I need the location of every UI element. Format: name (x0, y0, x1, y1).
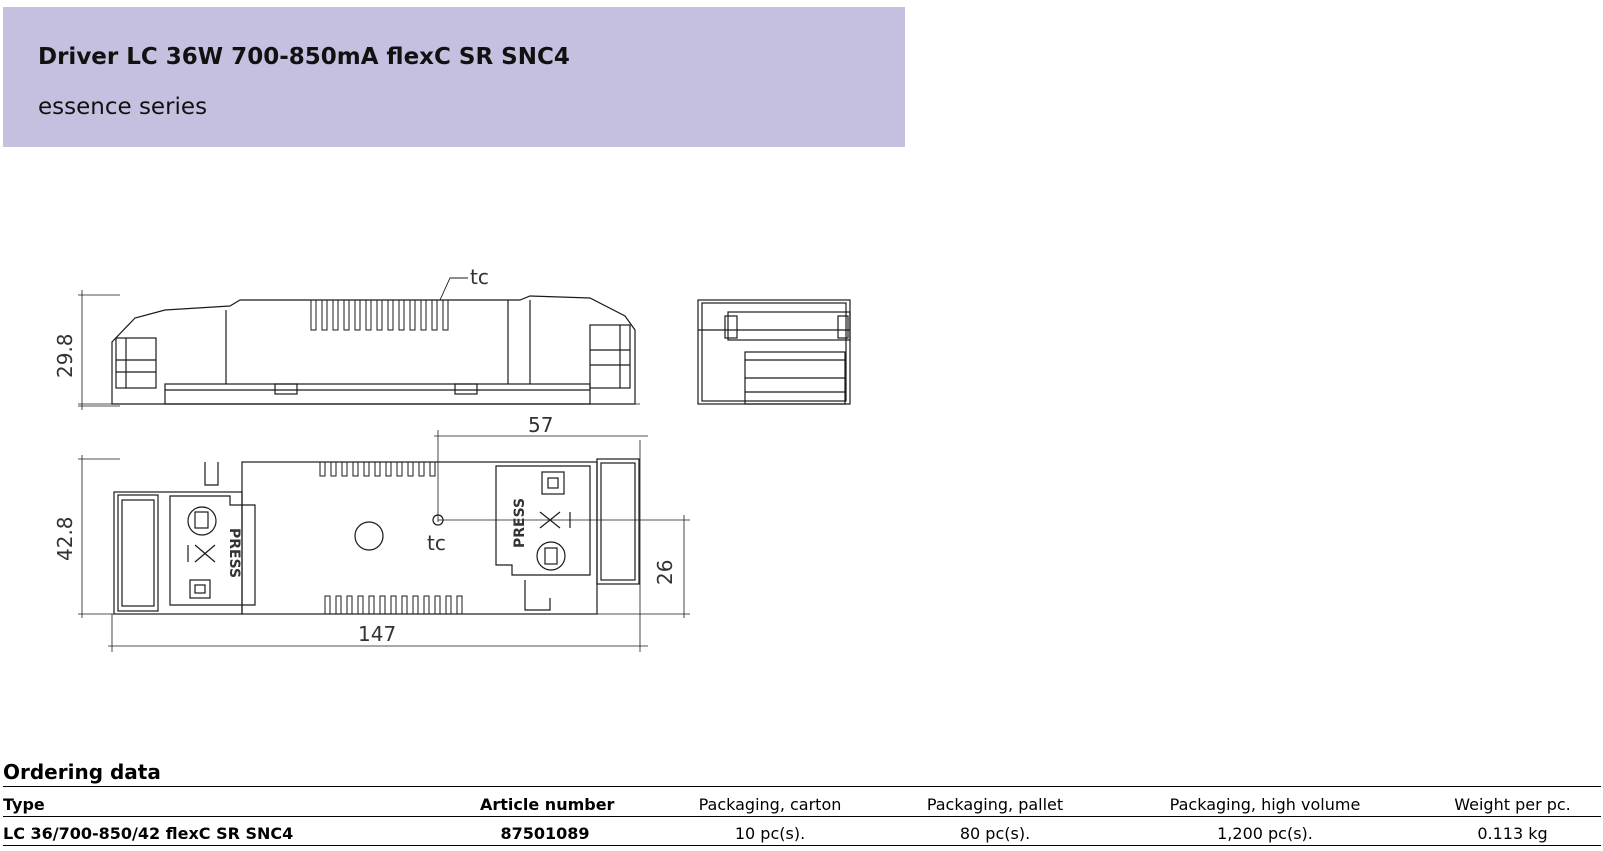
end-view (697, 299, 851, 405)
col-header-type: Type (3, 795, 45, 814)
dim-tc-y: 26 (653, 560, 677, 585)
cell-pallet: 80 pc(s). (959, 824, 1031, 843)
col-header-carton: Packaging, carton (698, 795, 842, 814)
press-label-right: PRESS (512, 498, 528, 548)
col-header-high-volume: Packaging, high volume (1169, 795, 1361, 814)
product-series: essence series (38, 94, 208, 120)
cell-carton: 10 pc(s). (734, 824, 806, 843)
cell-high-volume: 1,200 pc(s). (1217, 824, 1313, 843)
cell-weight: 0.113 kg (1477, 824, 1548, 843)
dim-length: 147 (358, 622, 396, 646)
header-band (3, 7, 905, 147)
dim-width-top: 42.8 (53, 516, 77, 561)
col-header-weight: Weight per pc. (1454, 795, 1571, 814)
dimension-drawing: tc 29.8 (53, 265, 851, 652)
tc-label-side: tc (470, 265, 489, 289)
col-header-article: Article number (480, 795, 615, 814)
ordering-data-title: Ordering data (3, 760, 161, 784)
table-bottom-rule (3, 845, 1601, 846)
table-header-rule (3, 816, 1601, 817)
tc-label-top: tc (427, 531, 446, 555)
top-view (78, 430, 690, 652)
dim-height-side: 29.8 (53, 333, 77, 378)
side-view (78, 277, 640, 410)
cell-article: 87501089 (500, 824, 590, 843)
col-header-pallet: Packaging, pallet (926, 795, 1064, 814)
dim-tc-x: 57 (528, 413, 553, 437)
table-top-rule (3, 786, 1601, 787)
product-title: Driver LC 36W 700-850mA flexC SR SNC4 (38, 44, 570, 70)
cell-type: LC 36/700-850/42 flexC SR SNC4 (3, 824, 294, 843)
press-label-left: PRESS (226, 528, 242, 578)
